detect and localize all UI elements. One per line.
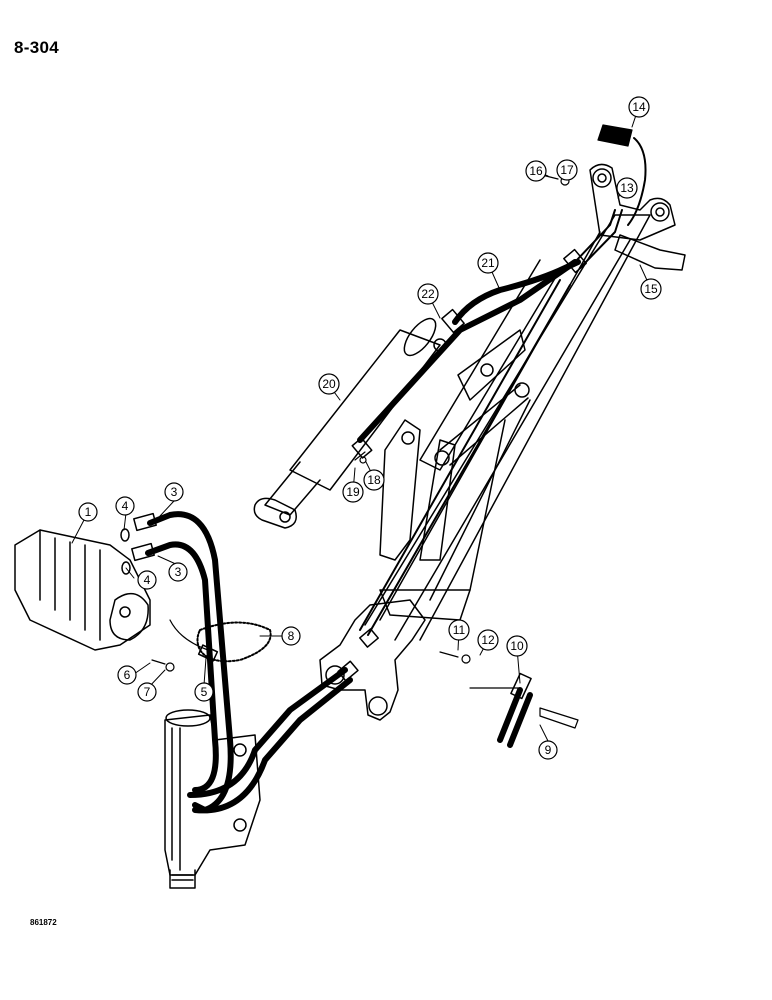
callout-9: 9 bbox=[538, 740, 558, 760]
callout-15: 15 bbox=[640, 278, 662, 300]
callout-1: 1 bbox=[78, 502, 98, 522]
callout-20: 20 bbox=[318, 373, 340, 395]
svg-text:11: 11 bbox=[453, 623, 466, 637]
callout-16: 16 bbox=[525, 160, 547, 182]
callout-10: 10 bbox=[506, 635, 528, 657]
callout-5: 5 bbox=[194, 682, 214, 702]
svg-text:12: 12 bbox=[481, 633, 495, 647]
control-valve bbox=[14, 529, 151, 651]
svg-text:8: 8 bbox=[288, 629, 295, 643]
svg-text:3: 3 bbox=[175, 565, 182, 579]
callout-19: 19 bbox=[342, 481, 364, 503]
svg-text:18: 18 bbox=[367, 473, 381, 487]
callout-18: 18 bbox=[363, 469, 385, 491]
svg-text:1: 1 bbox=[85, 505, 92, 519]
callout-4a: 4 bbox=[115, 496, 135, 516]
svg-text:21: 21 bbox=[481, 256, 495, 270]
callout-3a: 3 bbox=[164, 482, 184, 502]
svg-text:6: 6 bbox=[124, 668, 131, 682]
boom-hoses-thin bbox=[359, 209, 623, 636]
callout-4b: 4 bbox=[137, 570, 157, 590]
callout-13: 13 bbox=[616, 177, 638, 199]
svg-text:17: 17 bbox=[560, 163, 574, 177]
drawing-id: 861872 bbox=[30, 918, 57, 927]
callout-14: 14 bbox=[628, 96, 650, 118]
svg-text:9: 9 bbox=[545, 743, 552, 757]
boom bbox=[319, 163, 686, 721]
callout-3b: 3 bbox=[168, 562, 188, 582]
svg-text:22: 22 bbox=[421, 287, 435, 301]
svg-text:19: 19 bbox=[346, 485, 360, 499]
callout-11: 11 bbox=[448, 619, 470, 641]
svg-text:5: 5 bbox=[201, 685, 208, 699]
callout-6: 6 bbox=[117, 665, 137, 685]
callout-21: 21 bbox=[477, 252, 499, 274]
svg-text:3: 3 bbox=[171, 485, 178, 499]
svg-text:7: 7 bbox=[144, 685, 151, 699]
svg-text:14: 14 bbox=[632, 100, 646, 114]
bolts-and-washers bbox=[151, 124, 647, 729]
svg-text:13: 13 bbox=[620, 181, 634, 195]
fittings bbox=[120, 248, 587, 700]
callout-17: 17 bbox=[556, 159, 578, 181]
callout-8: 8 bbox=[281, 626, 301, 646]
callout-7: 7 bbox=[137, 682, 157, 702]
callout-22: 22 bbox=[417, 283, 439, 305]
page-number: 8-304 bbox=[14, 38, 59, 57]
swing-post bbox=[164, 709, 261, 889]
svg-text:15: 15 bbox=[644, 282, 658, 296]
leader-lines bbox=[71, 108, 652, 742]
svg-text:10: 10 bbox=[510, 639, 524, 653]
callout-12: 12 bbox=[477, 629, 499, 651]
boom-cylinder bbox=[253, 317, 447, 529]
hoses bbox=[145, 259, 581, 814]
svg-text:20: 20 bbox=[322, 377, 336, 391]
svg-text:4: 4 bbox=[122, 499, 129, 513]
svg-text:16: 16 bbox=[529, 164, 543, 178]
callouts: 1 3 3 4 4 5 6 7 8 9 10 11 12 13 14 15 16… bbox=[78, 96, 662, 760]
svg-text:4: 4 bbox=[144, 573, 151, 587]
